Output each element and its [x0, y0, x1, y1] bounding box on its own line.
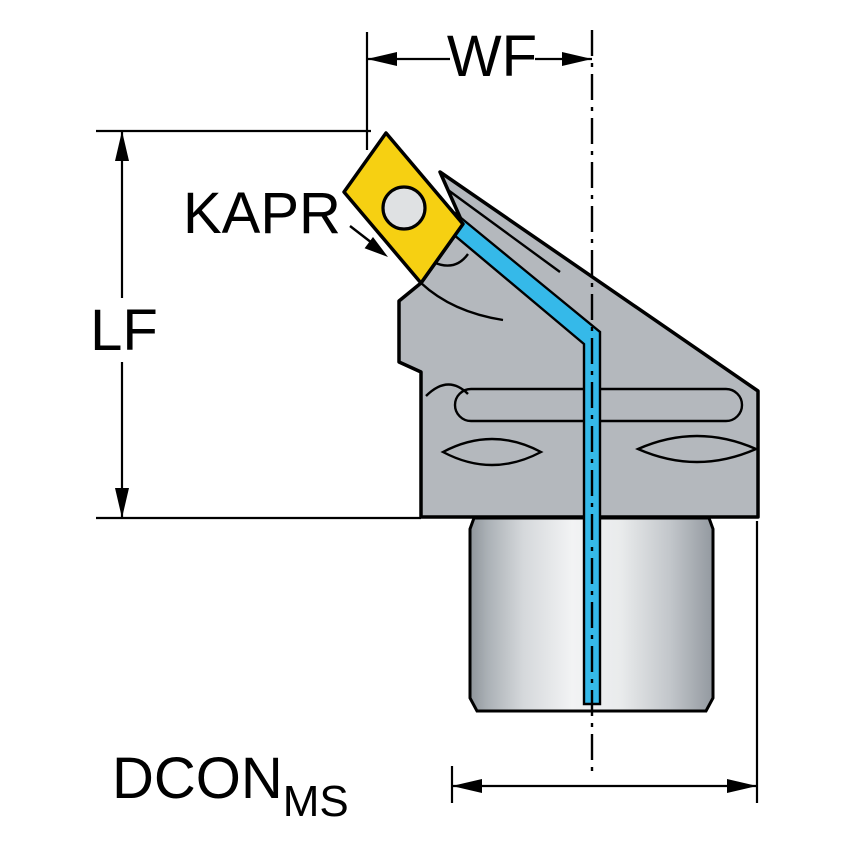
wf-label: WF: [447, 24, 537, 89]
kapr-leader-line: [349, 225, 373, 244]
pocket-lower-edge-line: [420, 282, 504, 322]
clamp-diagonal-line: [447, 189, 561, 273]
dcon-label-subscript: MS: [283, 777, 349, 826]
kapr-arrowhead: [364, 237, 388, 257]
dcon-label-main: DCON: [112, 746, 283, 811]
kapr-label: KAPR: [183, 181, 341, 246]
wf-arrowhead-left: [367, 52, 397, 66]
dimension-dcon: DCONMS: [112, 521, 759, 826]
dcon-arrowhead-left: [452, 779, 482, 793]
lf-arrowhead-bottom: [115, 488, 129, 518]
dcon-label: DCONMS: [112, 746, 349, 826]
lf-label: LF: [90, 298, 158, 363]
left-clamp-slot: [440, 437, 544, 467]
dimension-lf: LF: [90, 129, 421, 520]
dcon-arrowhead-right: [727, 779, 757, 793]
tool-body-group: [342, 131, 760, 713]
callout-kapr: KAPR: [183, 181, 388, 257]
wf-arrowhead-right: [562, 52, 592, 66]
right-clamp-slot: [635, 434, 759, 464]
lf-arrowhead-top: [115, 131, 129, 161]
dimension-wf: WF: [365, 24, 592, 150]
insert-screw-hole: [381, 185, 427, 231]
